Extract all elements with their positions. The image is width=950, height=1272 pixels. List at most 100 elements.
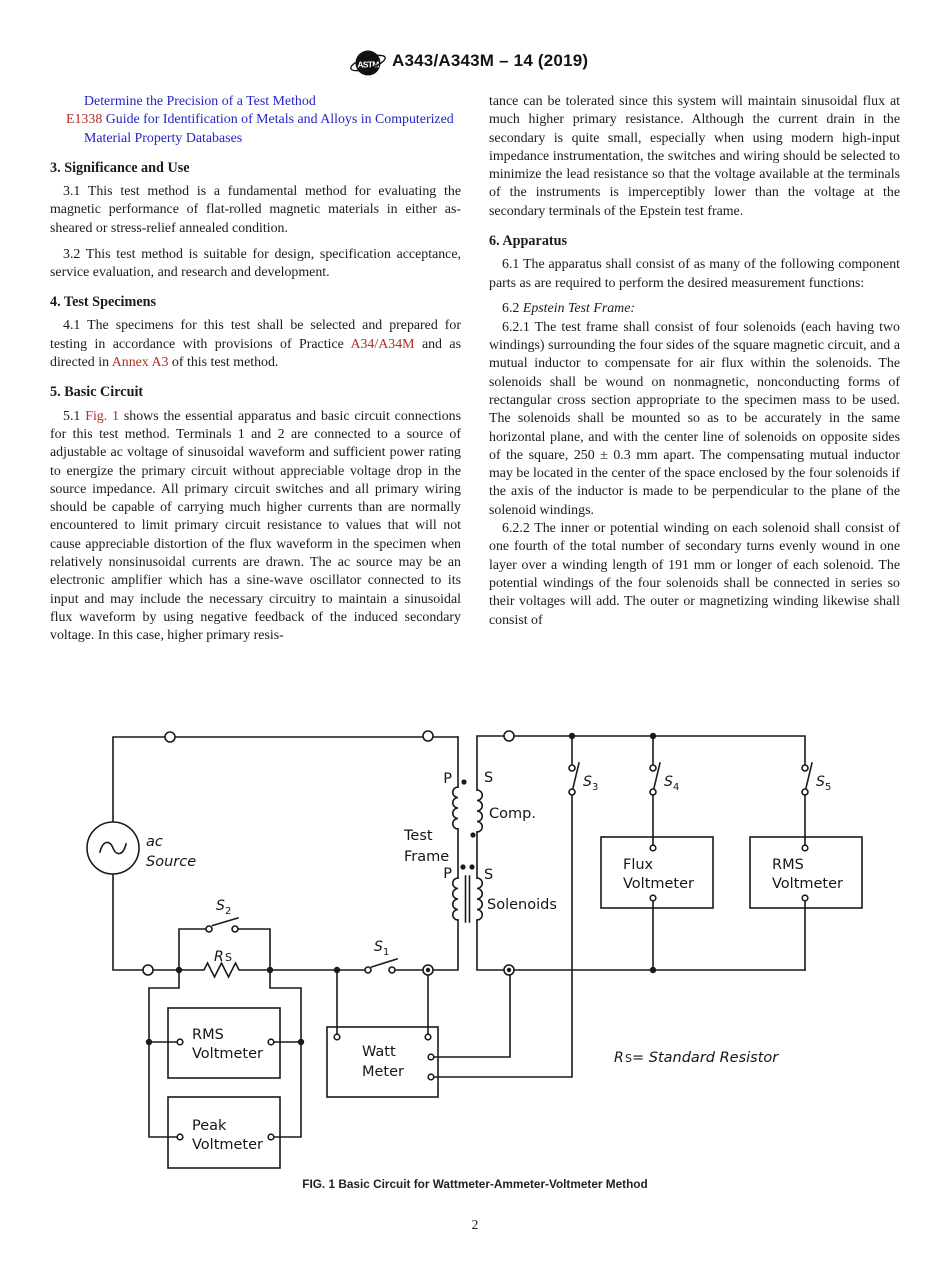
s4-switch: S 4 (649, 762, 679, 796)
test-frame: Test Frame P S Comp. P S Solenoids (403, 770, 557, 923)
paragraph-6-2-1: 6.2.1 The test frame shall consist of fo… (489, 319, 900, 518)
comp-primary-coil (452, 786, 459, 830)
paragraph-6-2: 6.2 Epstein Test Frame: (489, 300, 900, 318)
s3-switch: S 3 (568, 762, 598, 796)
rs-resistor-label: R S (214, 949, 232, 965)
flux-voltmeter: Flux Voltmeter (600, 836, 714, 909)
s3-label: S (583, 774, 592, 790)
peak-label2: Voltmeter (192, 1137, 263, 1153)
svg-text:R: R (214, 949, 224, 965)
rms-left-label2: Voltmeter (192, 1046, 263, 1062)
test-frame-label-line1: Test (403, 828, 433, 844)
comp-label: Comp. (489, 806, 536, 822)
peak-label1: Peak (192, 1118, 227, 1134)
comp-p-label: P (443, 771, 452, 787)
text-run: 5.1 (63, 408, 86, 424)
watt-label2: Meter (362, 1064, 404, 1080)
svg-text:S: S (225, 951, 232, 964)
s5-sub: 5 (825, 782, 831, 793)
reference-link-precision[interactable]: Determine the Precision of a Test Method (50, 93, 461, 111)
text-run: of this test method. (168, 355, 279, 371)
rms-right-label1: RMS (772, 857, 804, 873)
ac-source-label-line2: Source (146, 854, 196, 870)
flux-label2: Voltmeter (623, 876, 694, 892)
svg-text:ASTM: ASTM (357, 60, 379, 70)
section-5-heading: 5. Basic Circuit (50, 384, 144, 401)
standard-resistor-legend: R S = Standard Resistor (614, 1050, 779, 1066)
paragraph-6-1: 6.1 The apparatus shall consist of as ma… (489, 257, 900, 291)
text-run: 6.2 (502, 301, 523, 317)
switch-blade-icon (652, 762, 661, 791)
reference-link-e1338[interactable]: E1338 Guide for Identification of Metals… (50, 111, 461, 148)
s1-sub: 1 (383, 947, 389, 958)
watt-label1: Watt (362, 1044, 396, 1060)
circuit-terminals (142, 730, 657, 1046)
switch-blade-icon (370, 957, 399, 969)
primary-circuit-wires (112, 736, 459, 979)
s4-label: S (664, 774, 673, 790)
rms-right-label2: Voltmeter (772, 876, 843, 892)
section-6-heading: 6. Apparatus (489, 233, 568, 250)
text-run: Epstein Test Frame: (522, 301, 635, 317)
switch-blade-icon (804, 762, 813, 791)
paragraph-5-1-continued: tance can be tolerated since this system… (489, 94, 900, 219)
rms-left-label1: RMS (192, 1027, 224, 1043)
s2-label: S (216, 898, 225, 914)
flux-label1: Flux (623, 857, 654, 873)
watt-meter: Watt Meter (326, 1026, 439, 1098)
solenoids-label: Solenoids (487, 897, 557, 913)
text-run: shows the essential apparatus and basic … (50, 408, 462, 644)
section-3-heading: 3. Significance and Use (50, 159, 190, 176)
section-4-heading: 4. Test Specimens (50, 294, 157, 311)
text-run: 4.1 The specimens for this test shall be… (50, 318, 461, 352)
doc-link[interactable]: Annex A3 (111, 355, 169, 371)
s5-label: S (816, 774, 825, 790)
ac-source-label-line1: ac (146, 834, 163, 850)
page-number: 2 (471, 1217, 479, 1232)
peak-voltmeter: Peak Voltmeter (167, 1096, 281, 1169)
rms-voltmeter-left: RMS Voltmeter (167, 1007, 281, 1079)
rs-resistor (178, 961, 271, 979)
solenoid-secondary-coil (476, 877, 483, 921)
figure-1-circuit-diagram: ac Source Test Frame P S Comp. P S Solen… (86, 730, 863, 1169)
doc-link[interactable]: Fig. 1 (85, 408, 120, 424)
doc-link[interactable]: Guide for Identification of Metals and A… (84, 112, 454, 146)
paragraph-5-1: 5.1 Fig. 1 shows the essential apparatus… (50, 408, 461, 646)
svg-text:= Standard Resistor: = Standard Resistor (632, 1050, 779, 1066)
astm-logo: ASTM (350, 50, 386, 76)
instrument-wires (148, 969, 511, 1138)
doc-link[interactable]: E1338 (66, 112, 106, 128)
doc-link[interactable]: Determine the Precision of a Test Method (84, 94, 316, 109)
ac-source: ac Source (86, 821, 196, 875)
paragraph-4-1: 4.1 The specimens for this test shall be… (50, 317, 461, 372)
switch-blade-icon (211, 917, 239, 927)
rms-voltmeter-right: RMS Voltmeter (749, 836, 863, 909)
s2-sub: 2 (225, 906, 231, 917)
test-frame-label-line2: Frame (404, 849, 449, 865)
comp-secondary-coil (476, 789, 483, 833)
paragraph-3-2: 3.2 This test method is suitable for des… (50, 246, 461, 280)
right-column: tance can be tolerated since this system… (489, 93, 900, 630)
s4-sub: 4 (673, 782, 679, 793)
core-lines (464, 875, 471, 923)
svg-text:S: S (625, 1052, 632, 1065)
standard-designation: A343/A343M – 14 (2019) (392, 51, 589, 70)
paragraph-6-2-2: 6.2.2 The inner or potential winding on … (489, 521, 900, 628)
s1-label: S (374, 939, 383, 955)
switch-blade-icon (571, 762, 580, 791)
doc-link[interactable]: A34/A34M (350, 336, 415, 352)
svg-text:R: R (614, 1050, 624, 1066)
s3-sub: 3 (592, 782, 598, 793)
left-column: Determine the Precision of a Test Method… (50, 93, 461, 646)
s5-switch: S 5 (801, 762, 831, 796)
figure-caption: FIG. 1 Basic Circuit for Wattmeter-Ammet… (302, 1177, 648, 1191)
solenoid-p-label: P (443, 866, 452, 882)
comp-s-label: S (484, 770, 493, 786)
secondary-circuit-wires (430, 735, 806, 1078)
sine-wave-icon (99, 841, 127, 855)
s1-switch: S 1 (364, 939, 399, 974)
s2-switch: S 2 (205, 898, 239, 933)
solenoid-s-label: S (484, 867, 493, 883)
solenoid-primary-coil (452, 877, 459, 921)
